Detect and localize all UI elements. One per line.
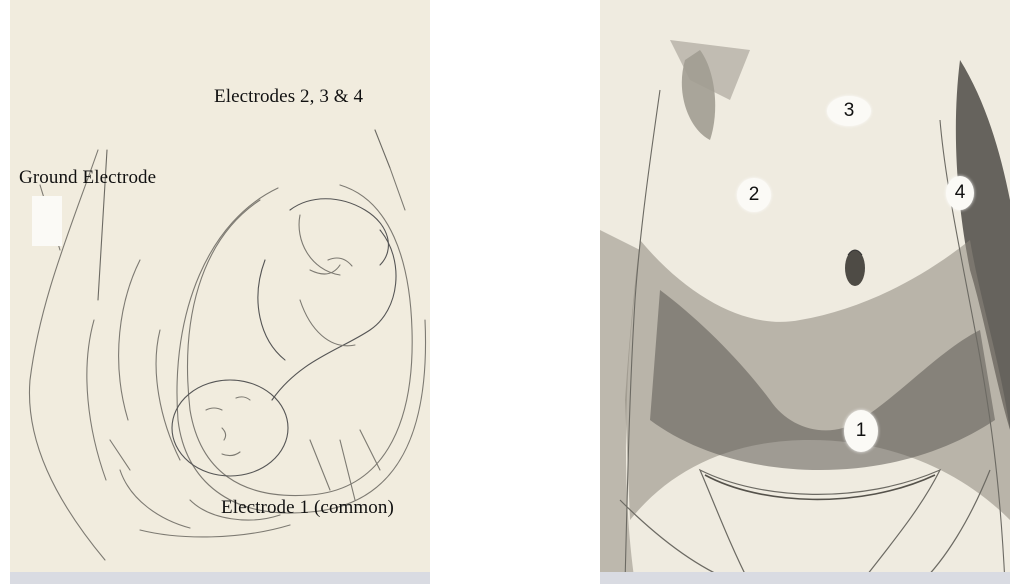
- scan-edge-strip: [600, 572, 1010, 584]
- electrode-1-common-label: Electrode 1 (common): [221, 497, 394, 519]
- electrode-2-marker: 2: [737, 178, 771, 212]
- scan-edge-strip: [10, 572, 430, 584]
- ground-electrode-label: Ground Electrode: [19, 167, 156, 189]
- electrode-3-marker: 3: [827, 96, 871, 126]
- torso-sketch-panel: 3 2 4 1: [600, 0, 1010, 584]
- electrodes-2-3-4-label: Electrodes 2, 3 & 4: [214, 86, 363, 108]
- fetus-sketch-panel: Electrodes 2, 3 & 4 Ground Electrode Ele…: [10, 0, 430, 584]
- torso-sketch-drawing: [600, 0, 1010, 584]
- electrode-1-marker: 1: [844, 410, 878, 452]
- electrode-4-marker: 4: [946, 176, 974, 210]
